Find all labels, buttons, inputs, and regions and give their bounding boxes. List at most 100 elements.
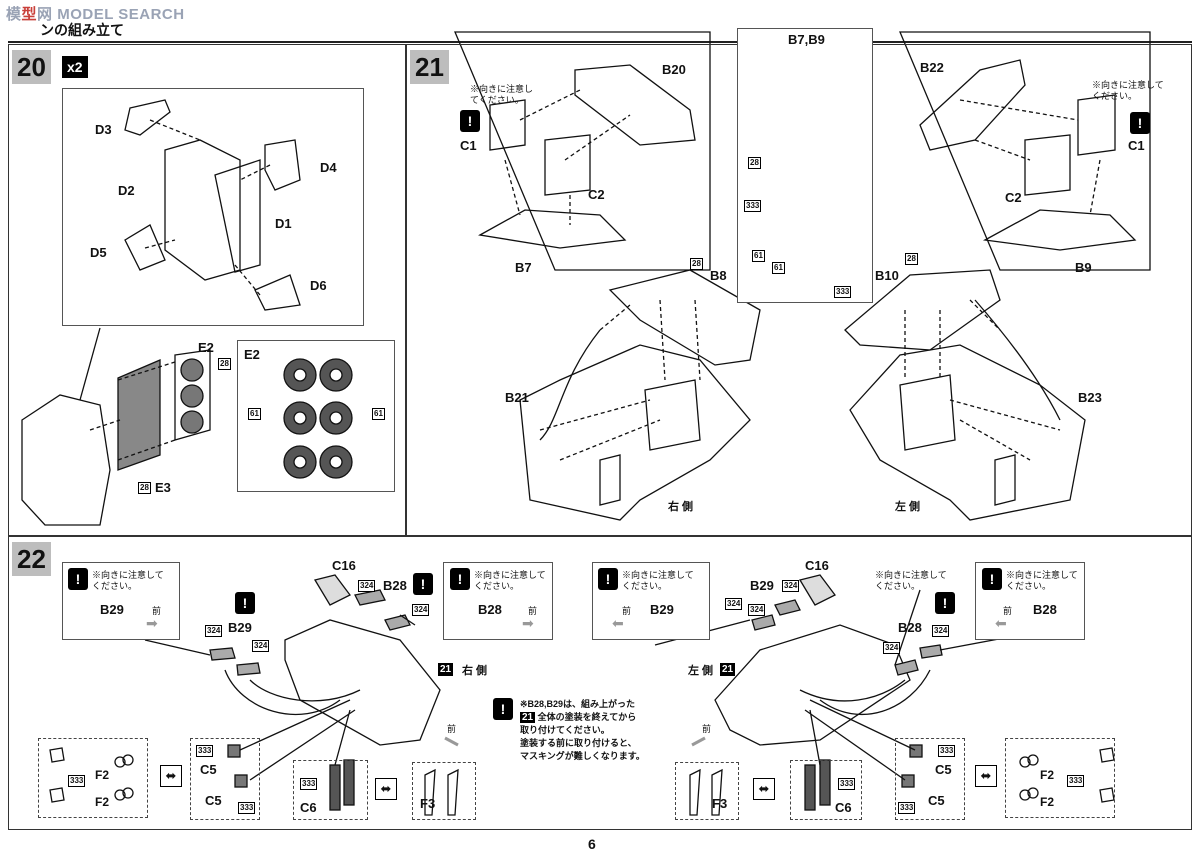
- step-20-multiplier: x2: [62, 56, 88, 78]
- part-d5-shape: [124, 224, 166, 271]
- code-324-d: 324: [412, 604, 430, 616]
- paint-warning-icon-b28-right-main: !: [935, 592, 955, 614]
- label-b28-left: B28: [383, 578, 407, 593]
- swap-arrow-icon-2: ⬌: [375, 778, 397, 800]
- note-b29-right: ※向きに注意してください。: [622, 570, 694, 591]
- label-b21: B21: [505, 390, 529, 405]
- label-c2-left: C2: [588, 187, 605, 202]
- code-324-f: 324: [782, 580, 800, 592]
- label-b8: B8: [710, 268, 727, 283]
- part-d6-shape: [254, 274, 301, 311]
- page-header-title: ンの組み立て: [40, 22, 124, 38]
- label-b29-callout-left: B29: [100, 602, 124, 617]
- code-61-right: 61: [372, 408, 385, 420]
- label-b9: B9: [1075, 260, 1092, 275]
- label-b10: B10: [875, 268, 899, 283]
- label-f2-right-a: F2: [1040, 768, 1055, 782]
- paint-warning-icon-b28-right: !: [982, 568, 1002, 590]
- label-b29-callout-right: B29: [650, 602, 674, 617]
- front-arrow-b28-left: ➡: [522, 615, 534, 631]
- f2-box-right: [1005, 738, 1115, 818]
- label-f3-left: F3: [420, 796, 436, 811]
- side-right-label: 右 側: [668, 501, 694, 513]
- label-d5: D5: [90, 245, 107, 260]
- side-left-22: 左 側: [688, 665, 714, 677]
- label-b28-callout-left: B28: [478, 602, 502, 617]
- part-d3-shape: [124, 99, 171, 136]
- step-20-number: 20: [12, 50, 51, 84]
- label-c5-left-a: C5: [200, 762, 217, 777]
- label-c5-left-b: C5: [205, 793, 222, 808]
- label-e2: E2: [198, 340, 214, 355]
- header-rule: [8, 41, 1192, 43]
- label-b28-right: B28: [898, 620, 922, 635]
- label-e3: E3: [155, 480, 171, 495]
- center-note-line-1: ※B28,B29は、組み上がった: [520, 699, 636, 709]
- code-324-g: 324: [748, 604, 766, 616]
- front-arrow-b29-right: ⬅: [612, 615, 624, 631]
- paint-warning-icon-b28-main: !: [413, 573, 433, 595]
- label-c5-right-a: C5: [935, 762, 952, 777]
- code-28-center: 28: [748, 157, 761, 169]
- code-333-c5-d: 333: [898, 802, 916, 814]
- front-b28-right: 前: [1003, 606, 1013, 616]
- front-b29-left: 前: [152, 606, 162, 616]
- part-d2-shape: [164, 139, 241, 281]
- part-d4-shape: [264, 139, 301, 191]
- label-f2-right-b: F2: [1040, 795, 1055, 809]
- wheel-inset-title: E2: [244, 347, 260, 362]
- label-b20: B20: [662, 62, 686, 77]
- swap-arrow-icon-3: ⬌: [753, 778, 775, 800]
- code-333-c5-b: 333: [238, 802, 256, 814]
- c5-box-right: [895, 738, 965, 820]
- label-c5-right-b: C5: [928, 793, 945, 808]
- step-20-top-subpanel: [62, 88, 364, 326]
- step-22-panel: [8, 536, 1192, 830]
- side-right-22: 右 側: [462, 665, 488, 677]
- code-28-b8: 28: [690, 258, 703, 270]
- code-28-e2: 28: [218, 358, 231, 370]
- center-note-line-4: 塗装する前に取り付けると、: [520, 738, 637, 748]
- front-b28-left: 前: [528, 606, 538, 616]
- note-right: ※向きに注意してください。: [1092, 80, 1164, 101]
- front-arrow-b29-left: ➡: [146, 615, 158, 631]
- code-28-b10: 28: [905, 253, 918, 265]
- front-label-left: 前: [447, 724, 457, 734]
- swap-arrow-icon-1: ⬌: [160, 765, 182, 787]
- code-61-center-a: 61: [752, 250, 765, 262]
- c5-box-left: [190, 738, 260, 820]
- code-324-c: 324: [358, 580, 376, 592]
- watermark: 模型网 MODEL SEARCH: [6, 6, 185, 23]
- c6-box-left: [293, 760, 368, 820]
- front-arrow-b28-right: ⬅: [995, 615, 1007, 631]
- f2-box-left: [38, 738, 148, 818]
- front-label-right: 前: [702, 724, 712, 734]
- label-f2-left-a: F2: [95, 768, 110, 782]
- code-333-c5-c: 333: [938, 745, 956, 757]
- f3-box-right: [675, 762, 739, 820]
- label-d2: D2: [118, 183, 135, 198]
- paint-warning-icon-right: !: [1130, 112, 1150, 134]
- label-c16-left: C16: [332, 558, 356, 573]
- part-e2-shape: [174, 349, 211, 441]
- center-note-ref-21: 21: [520, 712, 536, 723]
- paint-warning-icon-left: !: [460, 110, 480, 132]
- c6-box-right: [790, 760, 862, 820]
- step-20-panel: [8, 44, 406, 536]
- code-333-f2-right: 333: [1067, 775, 1085, 787]
- code-324-a: 324: [205, 625, 223, 637]
- label-b29-right: B29: [750, 578, 774, 593]
- main-body-shape: [21, 394, 111, 526]
- part-e3-shape: [117, 359, 161, 471]
- code-333-c5-a: 333: [196, 745, 214, 757]
- code-333-center-b: 333: [834, 286, 852, 298]
- code-333-c6-left: 333: [300, 778, 318, 790]
- note-b28-right-main: ※向きに注意してください。: [875, 570, 947, 591]
- note-b28-right: ※向きに注意してください。: [1006, 570, 1078, 591]
- label-b23: B23: [1078, 390, 1102, 405]
- label-b28-callout-right: B28: [1033, 602, 1057, 617]
- code-61-center-b: 61: [772, 262, 785, 274]
- label-b7: B7: [515, 260, 532, 275]
- step-22-number: 22: [12, 542, 51, 576]
- center-note-line-3: 取り付けてください。: [520, 725, 610, 735]
